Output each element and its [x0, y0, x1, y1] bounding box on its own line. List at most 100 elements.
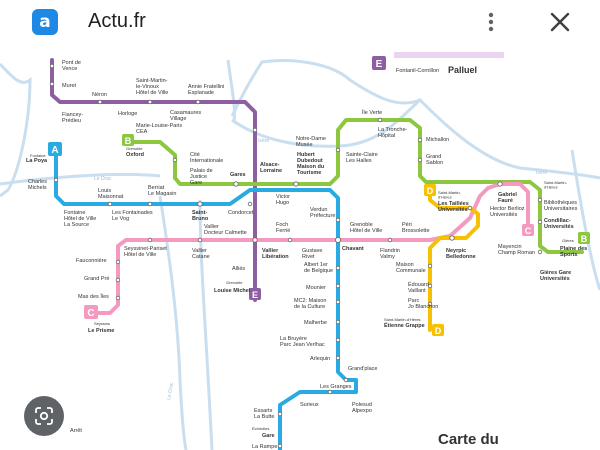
browser-top-bar: a Actu.fr: [0, 0, 600, 44]
station-label: Le Prisme: [88, 328, 114, 334]
station-label: Gières: [562, 238, 574, 243]
station-dot: [252, 237, 258, 243]
station-dot: [335, 147, 341, 153]
station-dot: [197, 201, 203, 207]
station-label: Oxford: [126, 152, 144, 158]
line-badge-d-label: D: [435, 326, 442, 336]
map-header-stop-bold: Palluel: [448, 65, 477, 75]
station-label: Néron: [92, 92, 107, 98]
tram-line-e: [50, 58, 257, 302]
line-badge-d: [432, 324, 444, 336]
station-dot: [334, 236, 341, 243]
line-badge-c-label: C: [87, 308, 94, 319]
river-label-isere: Isère: [536, 170, 547, 176]
line-badge-c: [522, 224, 534, 236]
station-dot: [335, 299, 341, 305]
station-dot: [115, 259, 121, 265]
station-dot: [115, 277, 121, 283]
app-logo-icon[interactable]: a: [32, 9, 58, 35]
line-badge-b-label: B: [125, 136, 132, 146]
station-dot: [277, 443, 283, 449]
station-label: Saint-Bruno: [192, 210, 209, 222]
river-label-isere: Isère: [258, 138, 269, 144]
station-label: Mounier: [306, 285, 326, 291]
station-label: Alliés: [232, 266, 245, 272]
station-dot: [49, 81, 55, 87]
station-label: Échirolles: [252, 426, 269, 431]
page-title: Actu.fr: [88, 10, 146, 32]
station-dot: [147, 201, 153, 207]
station-label: La Rampe: [252, 444, 277, 450]
station-dot: [377, 117, 383, 123]
google-lens-icon[interactable]: [24, 396, 64, 436]
station-dot: [247, 201, 253, 207]
station-label: Gares: [230, 172, 246, 178]
more-vert-icon[interactable]: [480, 8, 502, 36]
station-label: Chavant: [342, 246, 364, 252]
station-dot: [233, 181, 239, 187]
line-badge-d-label: D: [427, 186, 434, 196]
line-badge-b-label: B: [581, 234, 588, 244]
station-label: Étienne Grappe: [384, 321, 425, 329]
station-dot: [195, 99, 201, 105]
station-label: Fiancey-Prédieu: [62, 112, 83, 124]
line-badge-c-label: C: [525, 226, 532, 236]
station-dot: [387, 237, 393, 243]
station-label: Malherbe: [304, 320, 327, 326]
station-label: Grand Pré: [84, 276, 109, 282]
station-dot: [427, 283, 433, 289]
station-label: Arrêt: [70, 428, 82, 434]
station-label: Louise Michel: [214, 288, 251, 294]
station-dot: [252, 127, 258, 133]
river-drac: [158, 59, 236, 450]
app-logo-letter: a: [39, 11, 51, 32]
station-dot: [335, 265, 341, 271]
station-label: Condillac-Universités: [544, 218, 574, 230]
station-dot: [335, 319, 341, 325]
station-dot: [417, 137, 423, 143]
station-label: Horloge: [118, 111, 137, 117]
station-label: Île Verte: [361, 109, 382, 116]
station-dot: [107, 201, 113, 207]
station-dot: [449, 235, 455, 241]
station-dot: [147, 99, 153, 105]
station-dot: [97, 99, 103, 105]
station-dot: [277, 411, 283, 417]
station-dot: [335, 355, 341, 361]
station-dot: [115, 295, 121, 301]
station-dot: [537, 249, 543, 255]
station-dot: [417, 157, 423, 163]
tram-network-map: Isère Isère Le Drac Le Drac A B B C C D …: [0, 52, 600, 450]
station-label: Grand'place: [348, 366, 378, 372]
station-dot: [287, 237, 293, 243]
station-dot: [327, 389, 333, 395]
station-label: Grenoble: [126, 146, 143, 151]
station-label: Mas des Îles: [78, 293, 109, 300]
close-icon[interactable]: [546, 8, 574, 36]
station-label: Surieux: [300, 402, 319, 408]
station-label: Fontaine: [30, 153, 46, 158]
station-label: Saint-Martin-d'Hères: [438, 190, 462, 199]
station-dot: [497, 181, 503, 187]
